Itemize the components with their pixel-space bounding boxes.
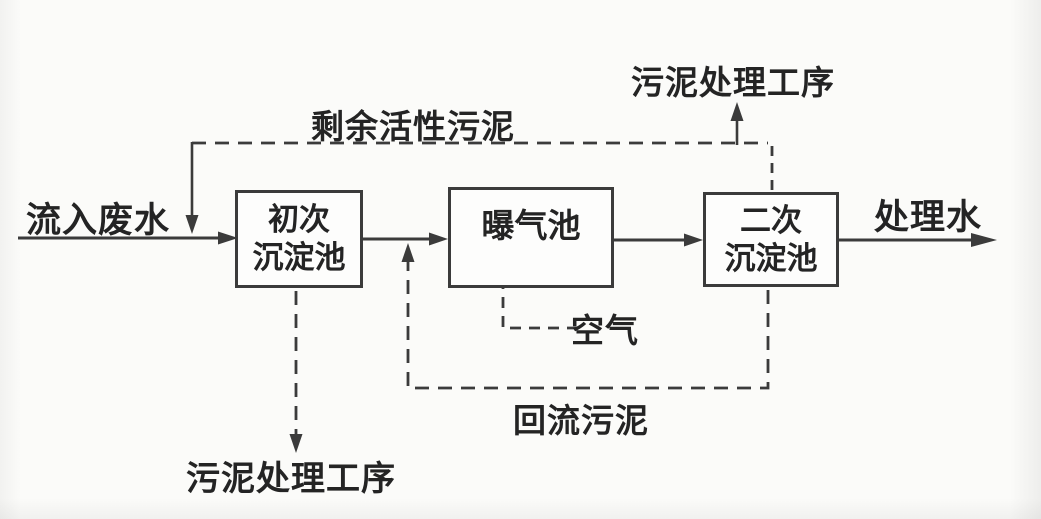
effluent-arrowhead-icon xyxy=(971,233,997,247)
air-label: 空气 xyxy=(571,312,639,349)
node-label-line: 沉淀池 xyxy=(252,240,346,275)
effluent-label: 处理水 xyxy=(874,198,983,237)
sludge-treatment-top-label: 污泥处理工序 xyxy=(631,64,835,101)
sludge-treatment-top-arrowhead-icon xyxy=(730,102,744,121)
sludge-treatment-bottom-label: 污泥处理工序 xyxy=(186,460,396,498)
node-aeration-tank: 曝气池 xyxy=(448,187,614,288)
node-primary-sedimentation-tank: 初次 沉淀池 xyxy=(235,190,363,288)
node-label-line: 沉淀池 xyxy=(724,240,818,276)
excess-sludge-label: 剩余活性污泥 xyxy=(311,108,515,145)
influent-label: 流入废水 xyxy=(26,201,171,240)
node-label-line: 初次 xyxy=(268,202,330,238)
primary-to-aeration-arrowhead-icon xyxy=(429,232,448,246)
aeration-to-secondary-arrowhead-icon xyxy=(684,233,703,247)
return-sludge-dashed-path xyxy=(406,261,770,390)
node-label-line: 曝气池 xyxy=(481,207,581,245)
return-sludge-arrowhead-icon xyxy=(401,243,415,262)
node-label-line: 二次 xyxy=(740,202,802,238)
primary-sludge-arrowhead-icon xyxy=(289,434,303,453)
excess-sludge-down-arrowhead-icon xyxy=(185,215,199,234)
node-secondary-sedimentation-tank: 二次 沉淀池 xyxy=(703,192,839,287)
air-dashed-path xyxy=(501,270,578,330)
influent-arrowhead-icon xyxy=(218,231,238,245)
return-sludge-label: 回流污泥 xyxy=(513,402,649,439)
